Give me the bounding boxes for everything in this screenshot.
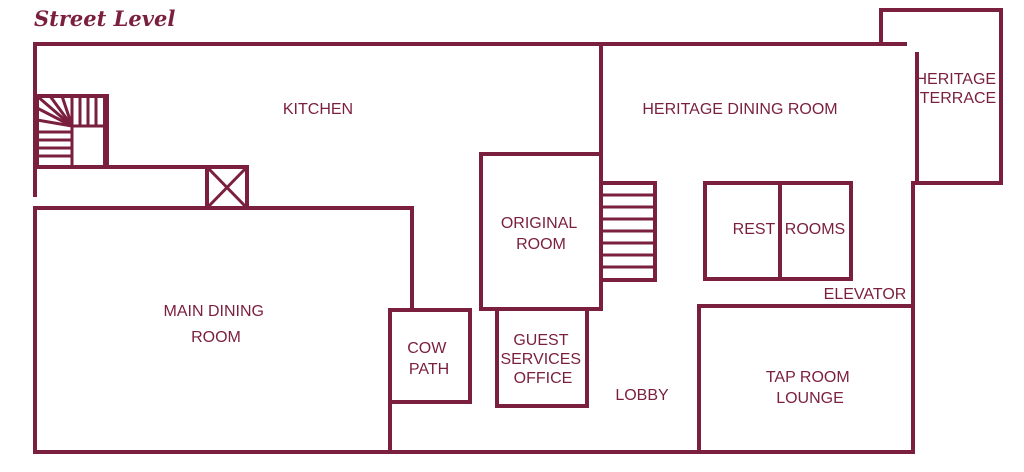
main-dining-left-bottom-wall — [33, 206, 392, 454]
stairs-icon — [599, 181, 657, 282]
label-heritage-terrace: HERITAGE TERRACE — [915, 71, 1000, 107]
cow-path-room — [388, 308, 472, 404]
heritage-terrace-outer-wall — [879, 8, 1003, 185]
label-lobby: LOBBY — [615, 387, 669, 404]
elevator-shaft-icon — [205, 165, 249, 210]
kitchen-outer-wall — [33, 42, 907, 197]
label-rooms: ROOMS — [785, 221, 845, 238]
kitchen-step-wall — [103, 94, 209, 210]
label-heritage-dining-room: HERITAGE DINING ROOM — [642, 101, 837, 118]
guest-services-walls — [495, 307, 589, 408]
stairs-icon — [35, 94, 109, 169]
label-tap-room-lounge: TAP ROOM LOUNGE — [766, 369, 854, 407]
label-rest: REST — [733, 221, 776, 238]
room-labels: KITCHEN HERITAGE DINING ROOM HERITAGE TE… — [164, 71, 1000, 407]
label-original-room: ORIGINAL ROOM — [501, 215, 581, 253]
label-cow-path: COW PATH — [407, 340, 451, 378]
label-guest-services-office: GUEST SERVICES OFFICE — [500, 332, 585, 387]
tap-room-walls — [697, 304, 915, 454]
label-kitchen: KITCHEN — [283, 101, 353, 118]
main-dining-top-wall — [33, 206, 414, 312]
label-main-dining-room: MAIN DINING ROOM — [164, 303, 269, 346]
page-title: Street Level — [34, 6, 176, 31]
label-elevator: ELEVATOR — [824, 286, 907, 303]
